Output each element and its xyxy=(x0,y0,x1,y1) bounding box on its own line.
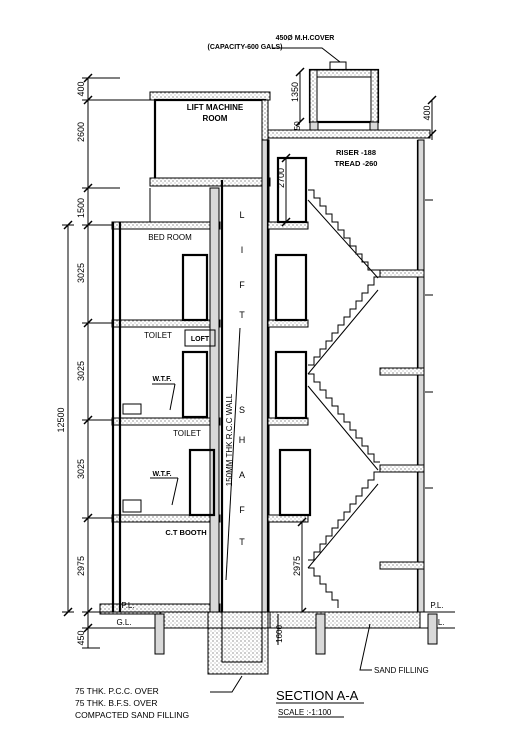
ct-booth-label: C.T BOOTH xyxy=(165,528,206,537)
shaft-letter-f-1: F xyxy=(239,280,245,290)
shaft-letter-t-2: T xyxy=(239,537,245,547)
mh-cover-label: 450Ø M.H.COVER xyxy=(276,35,335,42)
bed-room-door xyxy=(181,253,209,322)
loft-label: LOFT xyxy=(191,336,210,343)
dim-3025-a: 3025 xyxy=(76,263,86,283)
roof-slab: 400 RISER -188 TREAD -260 xyxy=(264,95,437,168)
tread-label: TREAD -260 xyxy=(335,159,378,168)
sand-filling-label: SAND FILLING xyxy=(374,666,429,675)
bed-room-label: BED ROOM xyxy=(148,233,192,242)
pcc-label-3: COMPACTED SAND FILLING xyxy=(75,710,189,720)
dim-1500: 1500 xyxy=(76,198,86,218)
stair-door-1 xyxy=(274,253,308,322)
lift-shaft: L I F T S H A F T 150MM THK R.C.C WALL xyxy=(207,139,270,675)
dim-2600: 2600 xyxy=(76,122,86,142)
shaft-letter-a: A xyxy=(239,470,245,480)
pl-right-label: P.L. xyxy=(430,601,443,610)
shaft-letter-h: H xyxy=(239,435,246,445)
lift-machine-label-1: LIFT MACHINE xyxy=(187,103,244,112)
rcc-wall-label: 150MM THK R.C.C WALL xyxy=(225,393,234,486)
stair-door-2 xyxy=(274,350,308,420)
wtf-1-label: W.T.F. xyxy=(152,376,171,383)
stair-block: 2700 2975 xyxy=(266,139,433,617)
dim-2975-left: 2975 xyxy=(76,556,86,576)
dim-overall-12500: 12500 xyxy=(56,407,66,432)
toilet-1-door xyxy=(181,350,209,419)
pl-left-label: P.L. xyxy=(121,601,134,610)
riser-label: RISER -188 xyxy=(336,148,376,157)
dim-1350: 1350 xyxy=(290,82,300,102)
gl-left-label: G.L. xyxy=(116,618,131,627)
dim-2975-right: 2975 xyxy=(292,556,302,576)
lift-machine-label-2: ROOM xyxy=(203,114,228,123)
title-block: SECTION A-A SCALE :-1:100 xyxy=(276,688,364,718)
stair-door-3 xyxy=(278,448,312,517)
toilet-2-door xyxy=(188,448,216,517)
shaft-letter-f-2: F xyxy=(239,505,245,515)
ground-level: P.L. G.L. P.L. G.L. 1600 SAND FILLING 75… xyxy=(75,601,455,720)
dim-3025-c: 3025 xyxy=(76,459,86,479)
dim-3025-b: 3025 xyxy=(76,361,86,381)
shaft-letter-i: I xyxy=(241,245,244,255)
dim-750: 750 xyxy=(293,121,302,135)
scale-label: SCALE :-1:100 xyxy=(278,708,332,717)
wtf-2-label: W.T.F. xyxy=(152,471,171,478)
section-title: SECTION A-A xyxy=(276,688,359,703)
dim-400-top: 400 xyxy=(76,81,86,96)
mh-capacity-label: (CAPACITY-600 GALS) xyxy=(208,44,283,51)
stair-door-top xyxy=(276,156,308,224)
pcc-label-1: 75 THK. P.C.C. OVER xyxy=(75,686,159,696)
dim-450: 450 xyxy=(76,630,86,645)
shaft-letter-s: S xyxy=(239,405,245,415)
shaft-letter-t-1: T xyxy=(239,310,245,320)
floor-slabs xyxy=(99,187,221,615)
pcc-label-2: 75 THK. B.F.S. OVER xyxy=(75,698,158,708)
lift-machine-room: LIFT MACHINE ROOM xyxy=(149,91,271,187)
dim-400-right: 400 xyxy=(422,105,432,120)
dim-1600: 1600 xyxy=(275,625,284,643)
water-tank: 450Ø M.H.COVER (CAPACITY-600 GALS) 1350 … xyxy=(208,35,380,137)
dim-2700: 2700 xyxy=(276,168,286,188)
rooms: BED ROOM TOILET LOFT W.T.F. TOILET W.T.F… xyxy=(122,233,216,537)
shaft-letter-l: L xyxy=(239,210,244,220)
toilet-1-label: TOILET xyxy=(144,331,172,340)
toilet-2-label: TOILET xyxy=(173,429,201,438)
